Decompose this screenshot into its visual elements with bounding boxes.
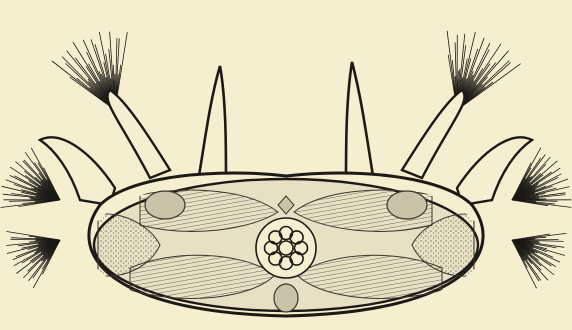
right-ganglion [387, 191, 427, 219]
left-ganglion [145, 191, 185, 219]
ventral-nerve-cord [274, 284, 298, 312]
